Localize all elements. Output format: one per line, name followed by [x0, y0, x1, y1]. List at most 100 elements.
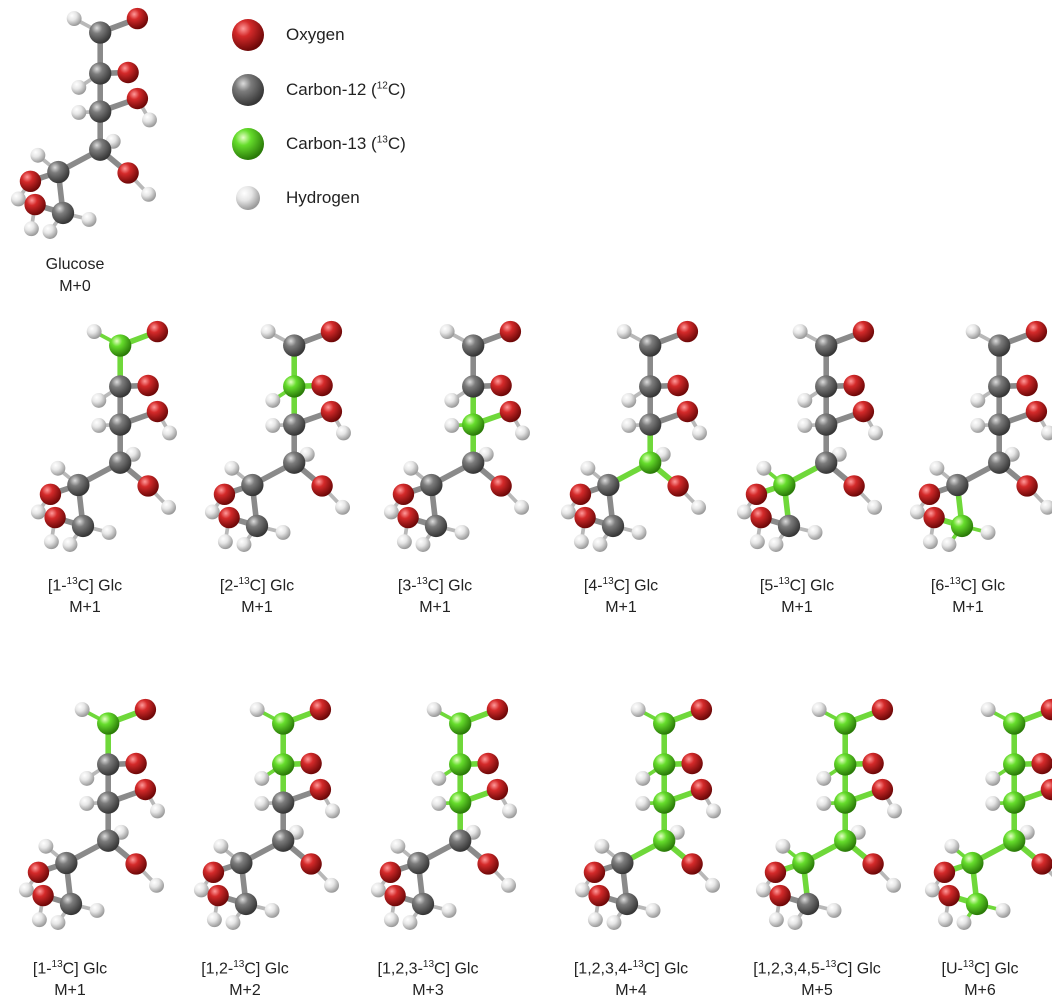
- carbon-13-atom: [449, 712, 472, 735]
- hydrogen-atom: [236, 537, 252, 552]
- hydrogen-atom: [574, 882, 590, 898]
- oxygen-atom: [311, 475, 333, 497]
- hydrogen-atom: [592, 537, 608, 552]
- hydrogen-atom: [38, 838, 54, 854]
- caption-molecule-2: [2-13C] Glc M+1: [162, 571, 352, 619]
- hydrogen-atom: [621, 392, 637, 408]
- hydrogen-atom: [985, 796, 1001, 811]
- oxygen-atom: [676, 400, 699, 423]
- hydrogen-atom: [980, 525, 996, 540]
- oxygen-atom: [764, 861, 787, 884]
- hydrogen-atom: [797, 392, 813, 408]
- oxygen-atom: [938, 884, 960, 907]
- hydrogen-atom: [260, 324, 276, 339]
- hydrogen-atom: [30, 504, 46, 520]
- oxygen-atom: [146, 400, 169, 423]
- hydrogen-atom: [265, 392, 281, 408]
- hydrogen-atom: [705, 877, 720, 893]
- hydrogen-atom: [71, 105, 87, 120]
- carbon-12-atom-icon: [232, 74, 264, 106]
- caption-molecule-1: [1-13C] Glc M+1: [0, 571, 180, 619]
- hydrogen-atom: [66, 11, 82, 26]
- carbon-12-atom: [988, 375, 1011, 398]
- hydrogen-atom: [909, 504, 925, 520]
- caption-glucose: Glucose M+0: [0, 254, 170, 298]
- molecule-isotopologue-9: [370, 698, 517, 930]
- oxygen-atom-icon: [232, 19, 264, 51]
- carbon-12-atom: [89, 21, 112, 44]
- hydrogen-atom: [383, 504, 399, 520]
- oxygen-atom: [871, 698, 894, 721]
- carbon-13-atom: [961, 851, 984, 875]
- hydrogen-atom: [970, 418, 986, 433]
- oxygen-atom: [137, 374, 159, 397]
- carbon-13-atom: [965, 892, 989, 916]
- mass-shift: M+4: [615, 982, 647, 1000]
- hydrogen-atom: [31, 912, 47, 928]
- hydrogen-atom: [631, 525, 647, 540]
- oxygen-atom: [309, 698, 332, 721]
- hydrogen-atom: [265, 418, 281, 433]
- carbon-12-atom: [796, 892, 820, 916]
- molecule-isotopologue-6: [909, 320, 1052, 552]
- hydrogen-atom: [573, 534, 589, 550]
- hydrogen-atom: [441, 903, 457, 918]
- hydrogen-atom: [515, 425, 530, 441]
- hydrogen-atom: [606, 915, 622, 930]
- oxygen-atom: [1016, 374, 1038, 397]
- hydrogen-atom: [86, 324, 102, 339]
- hydrogen-atom: [514, 499, 529, 515]
- hydrogen-atom: [630, 702, 646, 717]
- carbon-12-atom: [89, 138, 112, 161]
- carbon-12-atom: [97, 753, 120, 776]
- carbon-13-atom: [462, 413, 485, 436]
- molecule-name: [U-13C] Glc: [941, 959, 1019, 978]
- carbon-12-atom: [89, 62, 112, 85]
- hydrogen-atom: [956, 915, 972, 930]
- hydrogen-atom: [225, 915, 241, 930]
- hydrogen-atom: [645, 903, 661, 918]
- hydrogen-atom: [922, 534, 938, 550]
- hydrogen-atom: [431, 796, 447, 811]
- hydrogen-atom: [749, 534, 765, 550]
- oxygen-atom: [583, 861, 606, 884]
- hydrogen-atom: [149, 877, 164, 893]
- carbon-13-atom: [834, 829, 857, 852]
- hydrogen-atom: [594, 838, 610, 854]
- hydrogen-atom: [81, 212, 97, 227]
- caption-molecule-6: [6-13C] Glc M+1: [873, 571, 1052, 619]
- carbon-12-atom: [462, 375, 485, 398]
- oxygen-atom: [843, 374, 865, 397]
- oxygen-atom: [379, 861, 402, 884]
- hydrogen-atom: [980, 702, 996, 717]
- hydrogen-atom: [10, 191, 26, 207]
- hydrogen-atom: [91, 418, 107, 433]
- carbon-13-atom: [1003, 753, 1026, 776]
- hydrogen-atom: [995, 903, 1011, 918]
- carbon-13-atom: [109, 334, 132, 357]
- oxygen-atom: [852, 320, 875, 343]
- oxygen-atom: [490, 374, 512, 397]
- oxygen-atom: [126, 87, 149, 110]
- hydrogen-atom: [1041, 425, 1052, 441]
- legend-item-oxygen: Oxygen: [228, 15, 345, 55]
- oxygen-atom: [1025, 320, 1048, 343]
- oxygen-atom: [134, 698, 157, 721]
- carbon-13-atom: [653, 829, 676, 852]
- caption-molecule-12: [U-13C] Glc M+6: [885, 954, 1052, 1002]
- molecule-name: [6-13C] Glc: [930, 576, 1006, 595]
- carbon-13-atom: [639, 451, 662, 474]
- molecule-glucose: [10, 7, 157, 239]
- hydrogen-atom: [142, 112, 157, 128]
- carbon-12-atom: [109, 451, 132, 474]
- molecule-name: [2-13C] Glc: [219, 576, 295, 595]
- hydrogen-atom: [426, 702, 442, 717]
- hydrogen-atom: [736, 504, 752, 520]
- hydrogen-atom: [390, 838, 406, 854]
- oxygen-atom: [852, 400, 875, 423]
- hydrogen-atom: [867, 499, 882, 515]
- hydrogen-atom: [43, 534, 59, 550]
- oxygen-atom: [769, 884, 791, 907]
- hydrogen-atom: [30, 147, 46, 163]
- carbon-12-atom: [97, 791, 120, 814]
